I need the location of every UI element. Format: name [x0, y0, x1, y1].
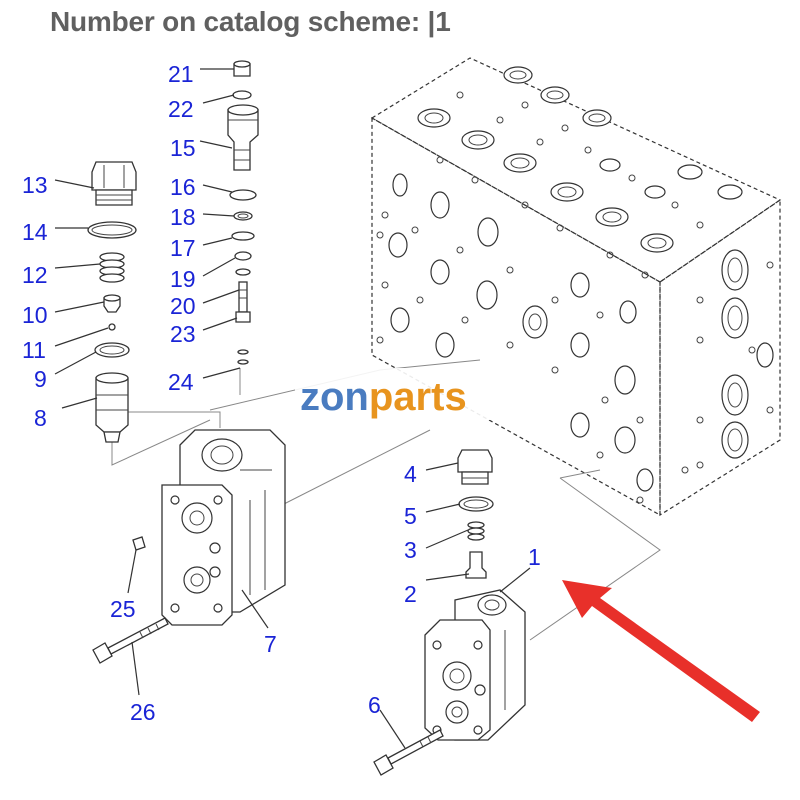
leader-lines — [54, 68, 531, 749]
callout-6: 6 — [368, 692, 381, 718]
callout-12: 12 — [22, 262, 48, 288]
watermark-text-parts: parts — [369, 375, 467, 419]
callout-20: 20 — [170, 293, 196, 319]
callout-26: 26 — [130, 699, 156, 725]
small-bolt-25 — [132, 536, 146, 551]
callout-18: 18 — [170, 204, 196, 230]
left-relief-stack — [87, 161, 137, 443]
callout-4: 4 — [404, 461, 417, 487]
callout-11: 11 — [22, 337, 46, 363]
middle-valve-stack — [227, 60, 259, 365]
callout-10: 10 — [22, 302, 48, 328]
main-valve-block — [370, 57, 782, 517]
callout-25: 25 — [110, 596, 136, 622]
callout-3: 3 — [404, 537, 417, 563]
callout-7: 7 — [264, 631, 277, 657]
callout-9: 9 — [34, 366, 47, 392]
callout-2: 2 — [404, 581, 417, 607]
callout-15: 15 — [170, 135, 196, 161]
watermark-text-zon: zon — [300, 375, 369, 419]
callout-numbers: 21 22 15 16 18 17 19 20 23 24 13 14 12 1… — [22, 61, 541, 725]
callout-24: 24 — [168, 369, 194, 395]
callout-14: 14 — [22, 219, 48, 245]
callout-5: 5 — [404, 503, 417, 529]
callout-16: 16 — [170, 174, 196, 200]
scheme-title: Number on catalog scheme: |1 — [50, 6, 451, 37]
callout-22: 22 — [168, 96, 194, 122]
callout-19: 19 — [170, 266, 196, 292]
section-stack-1 — [424, 449, 526, 741]
callout-23: 23 — [170, 321, 196, 347]
callout-13: 13 — [22, 172, 48, 198]
callout-1: 1 — [528, 544, 541, 570]
long-bolt-26 — [92, 617, 169, 664]
bolt-6 — [373, 729, 444, 776]
section-housing-7 — [161, 429, 286, 626]
zonparts-watermark: zonparts — [295, 368, 517, 420]
callout-17: 17 — [170, 235, 196, 261]
red-pointer-arrow — [562, 580, 760, 722]
svg-text:zonparts: zonparts — [300, 375, 467, 419]
callout-8: 8 — [34, 405, 47, 431]
callout-21: 21 — [168, 61, 194, 87]
